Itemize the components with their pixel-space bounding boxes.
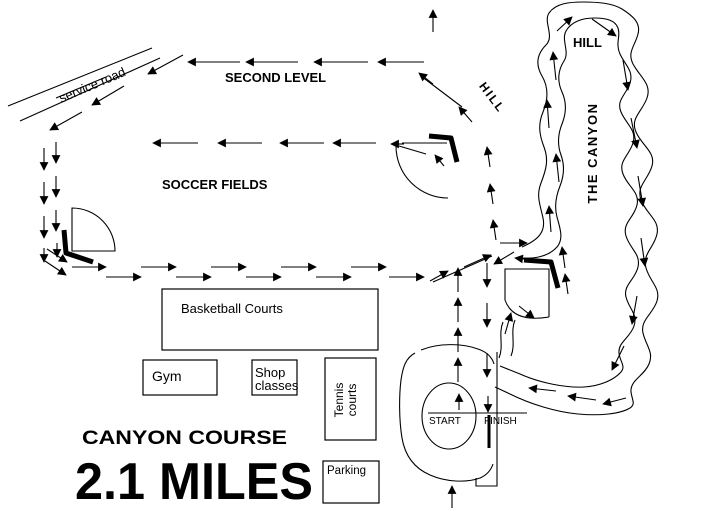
tennis-label-line2: courts	[345, 384, 359, 417]
hill-top-label: HILL	[573, 35, 602, 50]
shop-label-line2: classes	[255, 378, 299, 393]
soccer-fields-label: SOCCER FIELDS	[162, 177, 268, 192]
gate-marker-soccer	[61, 207, 116, 265]
service-road-lines	[7, 47, 161, 122]
start-label: START	[429, 416, 461, 427]
basketball-courts-label: Basketball Courts	[181, 301, 283, 316]
hill-side-label: HILL	[476, 80, 508, 116]
gate-marker-canyon-exit	[504, 257, 561, 319]
course-arrows	[39, 9, 649, 508]
service-road-label: service road	[57, 64, 128, 105]
course-distance-title: 2.1 MILES	[75, 453, 313, 510]
course-name-title: CANYON COURSE	[82, 428, 287, 449]
tennis-courts-box	[324, 357, 377, 441]
basketball-courts-box	[161, 288, 379, 351]
tennis-label-line1: Tennis	[332, 383, 346, 418]
parking-label: Parking	[327, 465, 366, 477]
the-canyon-label: THE CANYON	[585, 103, 600, 204]
finish-label: FINISH	[484, 416, 517, 427]
second-level-label: SECOND LEVEL	[225, 70, 326, 85]
gym-box	[142, 359, 218, 396]
buildings	[142, 288, 380, 504]
gate-marker-canyon-entry	[395, 133, 460, 199]
shop-classes-box	[251, 359, 298, 396]
canyon-outline	[494, 1, 659, 416]
shop-label-line1: Shop	[255, 365, 285, 380]
gym-label: Gym	[152, 368, 182, 384]
parking-box	[322, 460, 380, 504]
start-finish-track	[399, 344, 527, 487]
